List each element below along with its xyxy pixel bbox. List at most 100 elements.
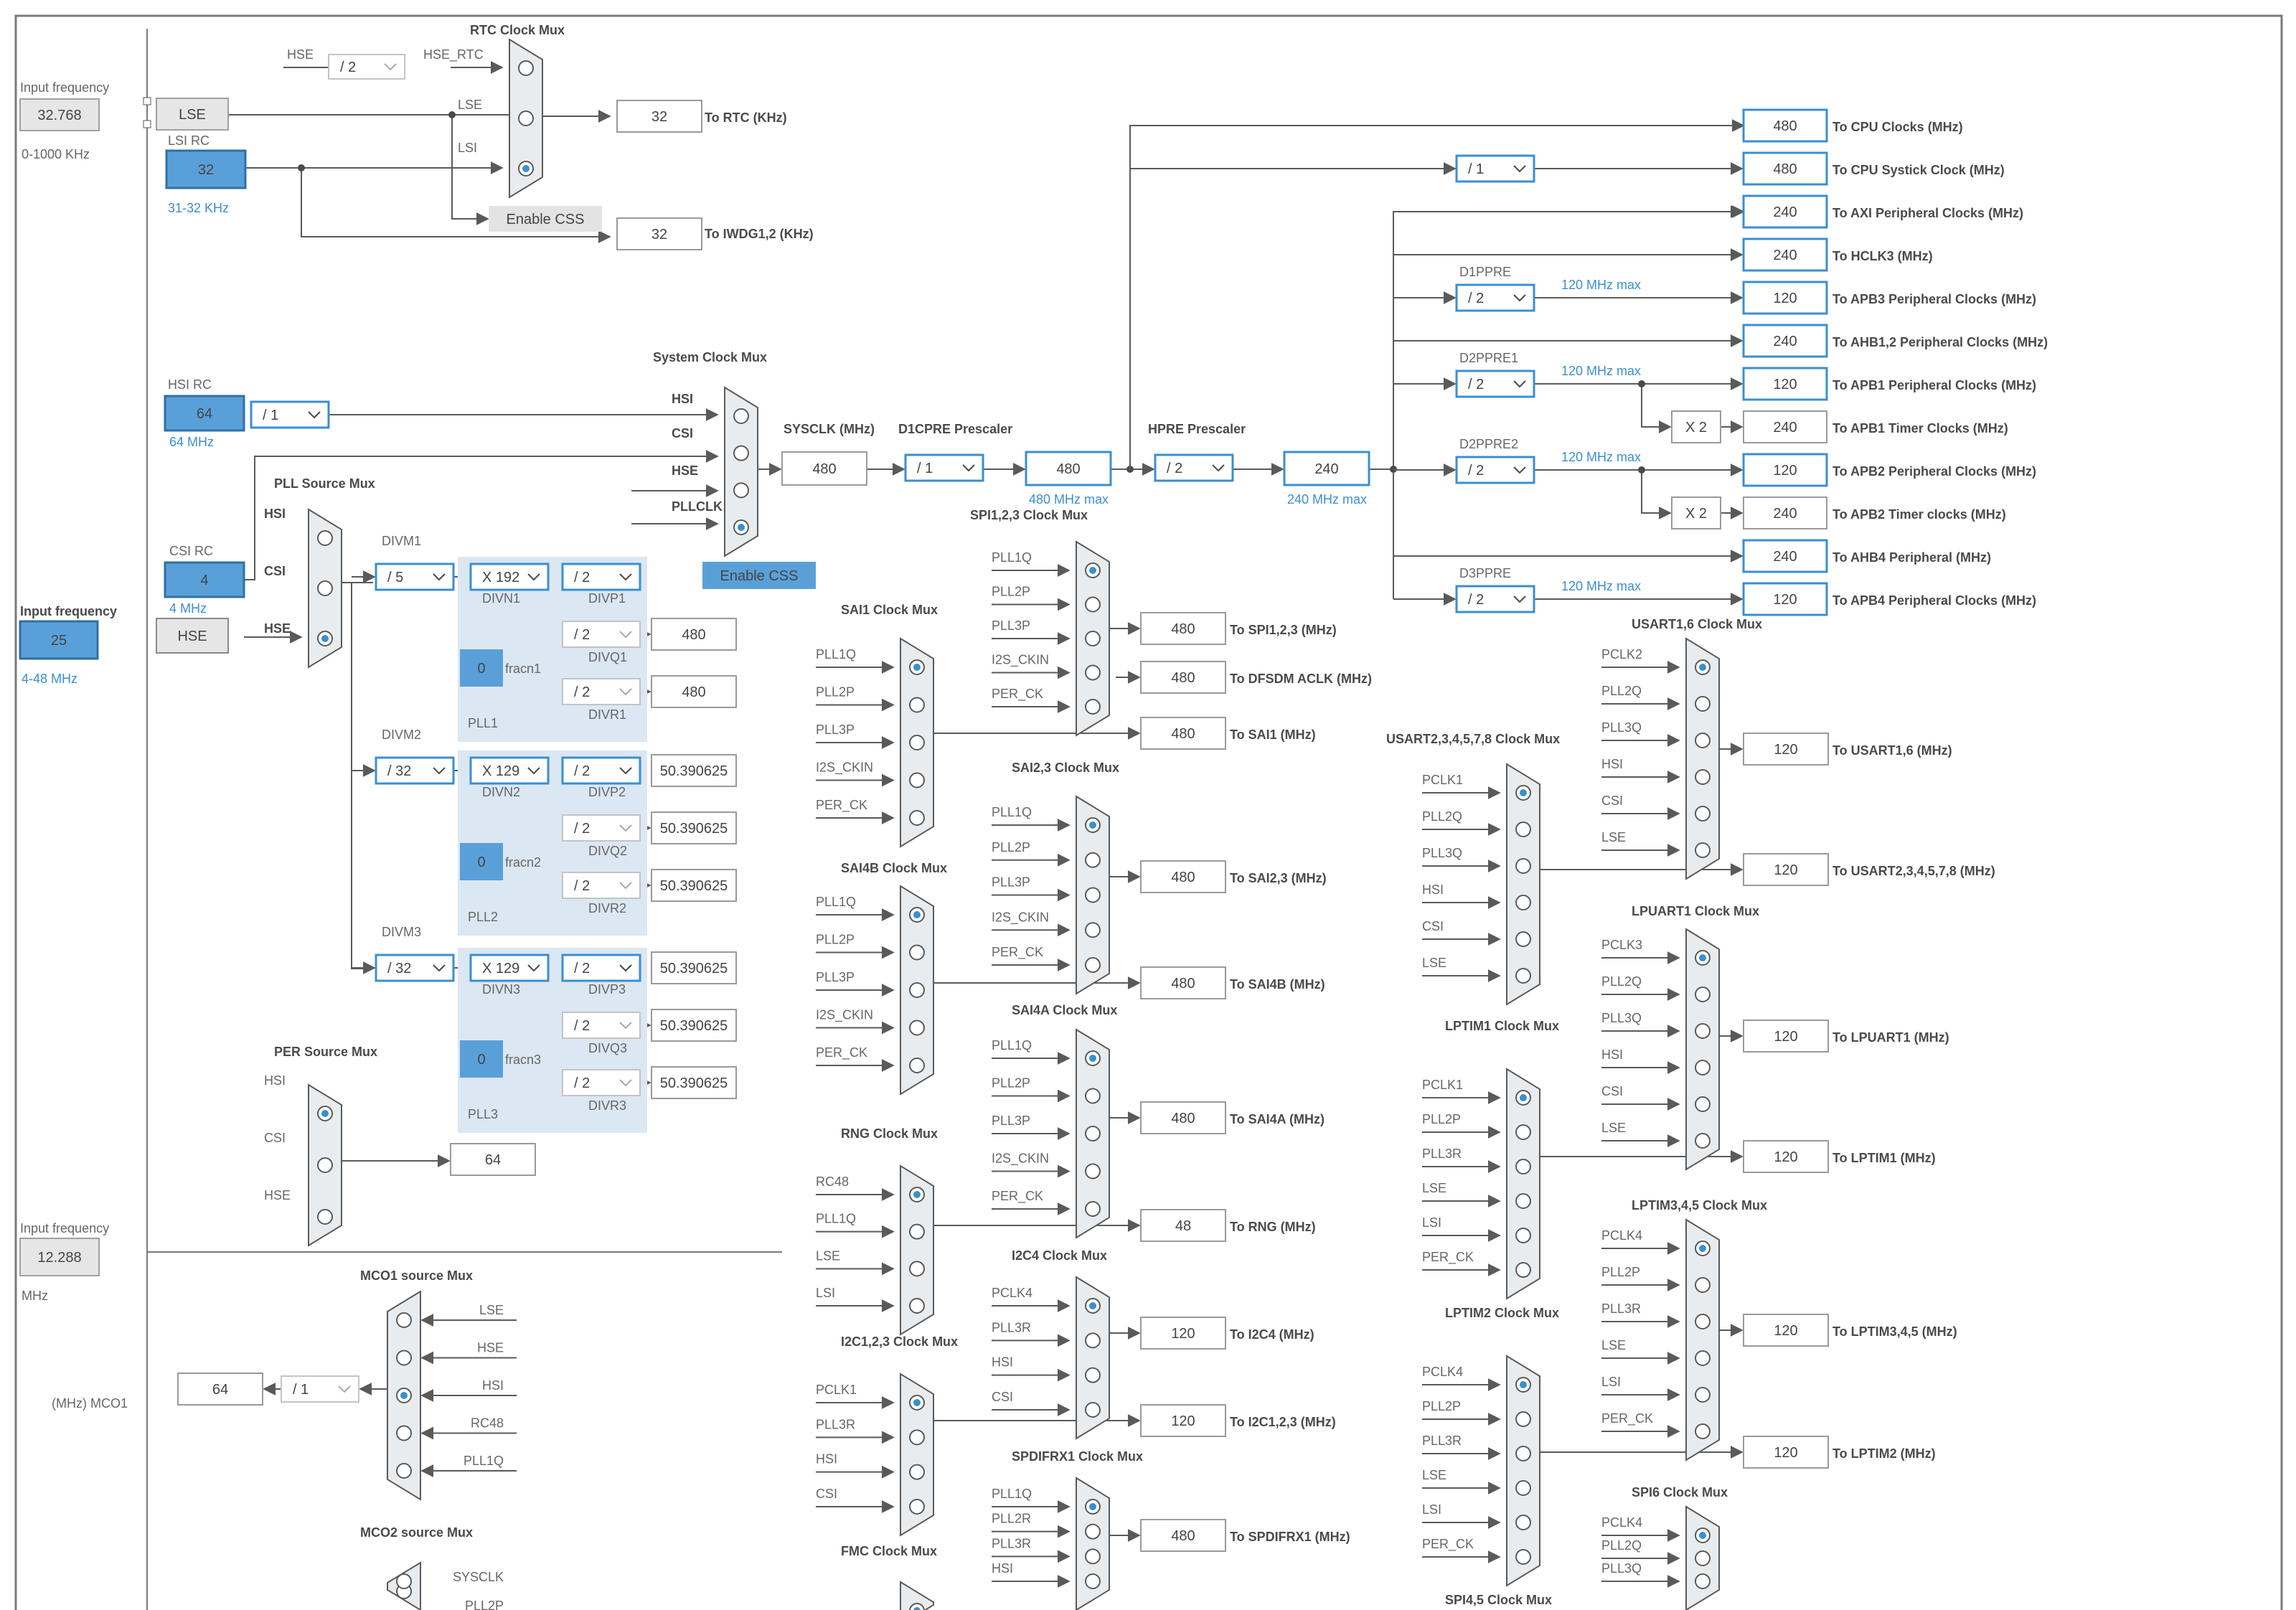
d1cpre-divider[interactable] xyxy=(904,453,984,482)
output-divider-8[interactable] xyxy=(1455,456,1535,484)
mux-radio-button[interactable] xyxy=(1695,842,1711,858)
mux-radio-button[interactable] xyxy=(1695,733,1711,748)
mux-radio-button[interactable] xyxy=(317,1209,333,1225)
mux-radio-button[interactable] xyxy=(1695,806,1711,822)
mux-radio-button[interactable] xyxy=(1085,596,1101,613)
mux-radio-button[interactable] xyxy=(909,1464,925,1480)
mux-radio-button[interactable] xyxy=(733,482,749,499)
mux-radio-button[interactable] xyxy=(909,1298,925,1314)
mux-radio-button[interactable] xyxy=(909,1429,925,1446)
mux-radio-button[interactable] xyxy=(1515,1446,1531,1461)
mux-radio-button[interactable] xyxy=(1515,895,1531,910)
mux-radio-button[interactable] xyxy=(317,1157,333,1173)
pll1-divq-dropdown[interactable] xyxy=(562,621,641,648)
pll1-divp-dropdown[interactable] xyxy=(561,562,641,591)
mux-radio-button[interactable] xyxy=(1695,987,1711,1002)
output-divider-4[interactable] xyxy=(1455,283,1535,312)
mux-radio-button[interactable] xyxy=(1695,1550,1711,1566)
mux-radio-button[interactable] xyxy=(1695,1096,1711,1112)
mux-radio-button[interactable] xyxy=(396,1425,412,1441)
pll3-divn-dropdown[interactable] xyxy=(469,954,550,982)
mux-radio-button[interactable] xyxy=(1085,631,1101,646)
mux-radio-button[interactable] xyxy=(1085,664,1101,681)
mux-radio-button[interactable] xyxy=(317,580,333,596)
pll2-divr-dropdown[interactable] xyxy=(562,872,641,899)
pll3-divm-dropdown[interactable] xyxy=(375,954,455,982)
pll1-divm-dropdown[interactable] xyxy=(375,562,455,591)
mux-radio-button[interactable] xyxy=(909,982,925,998)
pll3-divq-dropdown[interactable] xyxy=(562,1012,641,1039)
mux-radio-button[interactable] xyxy=(909,1058,925,1073)
mux-radio-button[interactable] xyxy=(1515,1159,1531,1174)
mux-radio-button[interactable] xyxy=(1695,769,1711,785)
mux-radio-button[interactable] xyxy=(1515,822,1531,837)
mux-radio-button[interactable] xyxy=(1695,1133,1711,1149)
mux-radio-button[interactable] xyxy=(909,1261,925,1277)
mux-radio-button[interactable] xyxy=(518,60,534,76)
mux-radio-button[interactable] xyxy=(1515,1124,1531,1140)
mux-radio-button[interactable] xyxy=(1695,1387,1711,1403)
mux-radio-button[interactable] xyxy=(1085,1523,1101,1540)
mux-radio-button[interactable] xyxy=(1695,1573,1711,1589)
mux-radio-button[interactable] xyxy=(909,944,925,961)
mux-radio-button[interactable] xyxy=(1515,1515,1531,1530)
mux-radio-button[interactable] xyxy=(1085,852,1101,868)
mux-radio-button[interactable] xyxy=(1695,1277,1711,1293)
mux-radio-button[interactable] xyxy=(518,110,534,126)
mux-radio-button[interactable] xyxy=(909,1223,925,1240)
mux-radio-button[interactable] xyxy=(1085,1548,1101,1565)
pll1-divr-dropdown[interactable] xyxy=(562,678,641,705)
pll2-divq-dropdown[interactable] xyxy=(562,814,641,842)
mux-radio-button[interactable] xyxy=(1085,1402,1101,1418)
mux-radio-button[interactable] xyxy=(909,1499,925,1515)
mux-radio-button[interactable] xyxy=(1085,1126,1101,1141)
mux-radio-button[interactable] xyxy=(1085,1201,1101,1217)
mux-radio-button[interactable] xyxy=(909,735,925,750)
mux-radio-button[interactable] xyxy=(1515,1228,1531,1243)
pll1-divn-dropdown[interactable] xyxy=(469,562,550,591)
mux-radio-button[interactable] xyxy=(733,445,749,461)
mux-radio-button[interactable] xyxy=(1515,1262,1531,1278)
mux-radio-button[interactable] xyxy=(1695,1023,1711,1039)
mux-radio-button[interactable] xyxy=(1515,931,1531,947)
mux-radio-button[interactable] xyxy=(1515,1549,1531,1565)
mux-radio-button[interactable] xyxy=(1515,968,1531,984)
hsi-divider[interactable] xyxy=(250,400,330,429)
mux-radio-button[interactable] xyxy=(1695,1314,1711,1329)
mux-radio-button[interactable] xyxy=(909,1603,925,1610)
mux-radio-button[interactable] xyxy=(1695,1060,1711,1075)
rtc-hse-divider[interactable] xyxy=(328,54,405,80)
mux-radio-button[interactable] xyxy=(1085,1163,1101,1180)
output-divider-6[interactable] xyxy=(1455,369,1535,398)
mux-radio-button[interactable] xyxy=(1085,957,1101,973)
mux-radio-button[interactable] xyxy=(1695,1423,1711,1439)
mux-radio-button[interactable] xyxy=(1085,1088,1101,1104)
mux-radio-button[interactable] xyxy=(317,530,333,546)
mux-radio-button[interactable] xyxy=(1085,1573,1101,1589)
mux-radio-button[interactable] xyxy=(1695,1350,1711,1366)
pll2-divp-dropdown[interactable] xyxy=(561,756,641,785)
mux-radio-button[interactable] xyxy=(1695,696,1711,712)
pll3-divr-dropdown[interactable] xyxy=(562,1069,641,1096)
mux-radio-button[interactable] xyxy=(909,772,925,788)
pll2-divn-dropdown[interactable] xyxy=(469,756,550,785)
mux-radio-button[interactable] xyxy=(1085,922,1101,938)
mux-radio-button[interactable] xyxy=(1515,1193,1531,1209)
output-divider-1[interactable] xyxy=(1455,154,1535,183)
pll3-divp-dropdown[interactable] xyxy=(561,954,641,982)
mux-radio-button[interactable] xyxy=(1085,699,1101,715)
output-divider-11[interactable] xyxy=(1455,585,1535,613)
mux-radio-button[interactable] xyxy=(396,1463,412,1479)
mux-radio-button[interactable] xyxy=(909,810,925,826)
mux-radio-button[interactable] xyxy=(1515,1411,1531,1427)
hpre-divider[interactable] xyxy=(1154,453,1234,482)
mux-radio-button[interactable] xyxy=(1515,858,1531,874)
mux-radio-button[interactable] xyxy=(1085,1367,1101,1383)
mux-radio-button[interactable] xyxy=(396,1350,412,1366)
mux-radio-button[interactable] xyxy=(1085,887,1101,903)
mux-radio-button[interactable] xyxy=(1085,1332,1101,1349)
mco1-divider[interactable] xyxy=(281,1375,359,1403)
pll2-divm-dropdown[interactable] xyxy=(375,756,455,785)
mux-radio-button[interactable] xyxy=(733,408,749,424)
mux-radio-button[interactable] xyxy=(1515,1480,1531,1496)
